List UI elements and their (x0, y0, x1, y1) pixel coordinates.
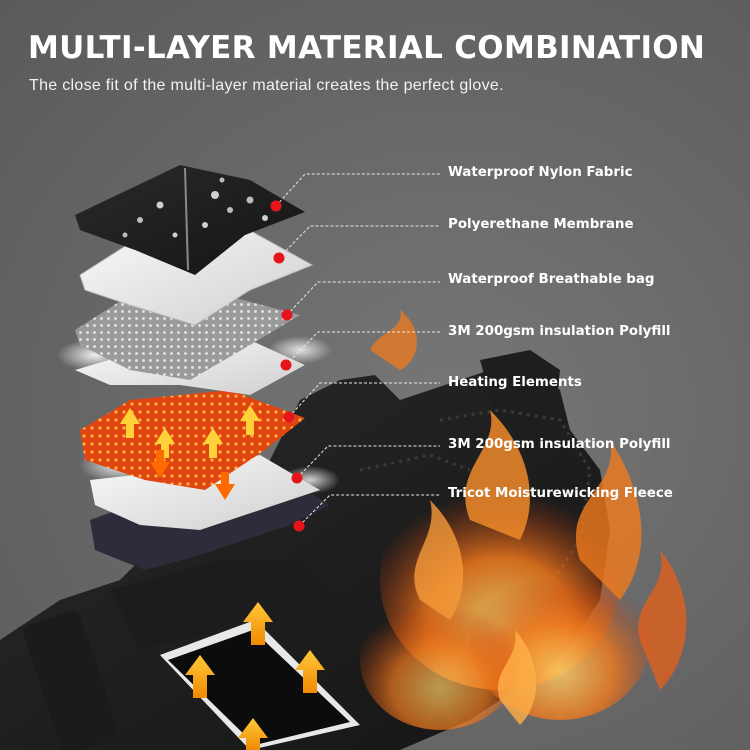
marker-dot (281, 309, 293, 321)
marker-dot (280, 359, 292, 371)
heat-arrow-icon (185, 655, 215, 698)
heat-arrow-icon (238, 718, 268, 750)
heat-arrow-group (185, 602, 325, 750)
layer-label-membrane: Polyerethane Membrane (448, 217, 634, 232)
marker-dot (273, 252, 285, 264)
layer-heating-elements (80, 390, 305, 500)
marker-dot (283, 411, 295, 423)
page-subtitle: The close fit of the multi-layer materia… (29, 77, 504, 94)
layer-label-nylon: Waterproof Nylon Fabric (448, 165, 633, 180)
layer-label-polyfill-lower: 3M 200gsm insulation Polyfill (448, 437, 671, 452)
page-title: MULTI-LAYER MATERIAL COMBINATION (28, 30, 706, 66)
layer-nylon (75, 165, 305, 275)
layer-label-heating: Heating Elements (448, 375, 582, 390)
marker-dot (270, 200, 282, 212)
flames-decoration (360, 310, 687, 730)
heat-arrow-icon (243, 602, 273, 645)
leader-lines (275, 173, 440, 527)
marker-dot (291, 472, 303, 484)
heat-arrow-icon (295, 650, 325, 693)
layer-label-fleece: Tricot Moisturewicking Fleece (448, 486, 673, 501)
markers (270, 200, 305, 532)
layer-label-polyfill-upper: 3M 200gsm insulation Polyfill (448, 324, 671, 339)
layer-label-breathable: Waterproof Breathable bag (448, 272, 655, 287)
layer-breathable (75, 290, 300, 380)
marker-dot (293, 520, 305, 532)
